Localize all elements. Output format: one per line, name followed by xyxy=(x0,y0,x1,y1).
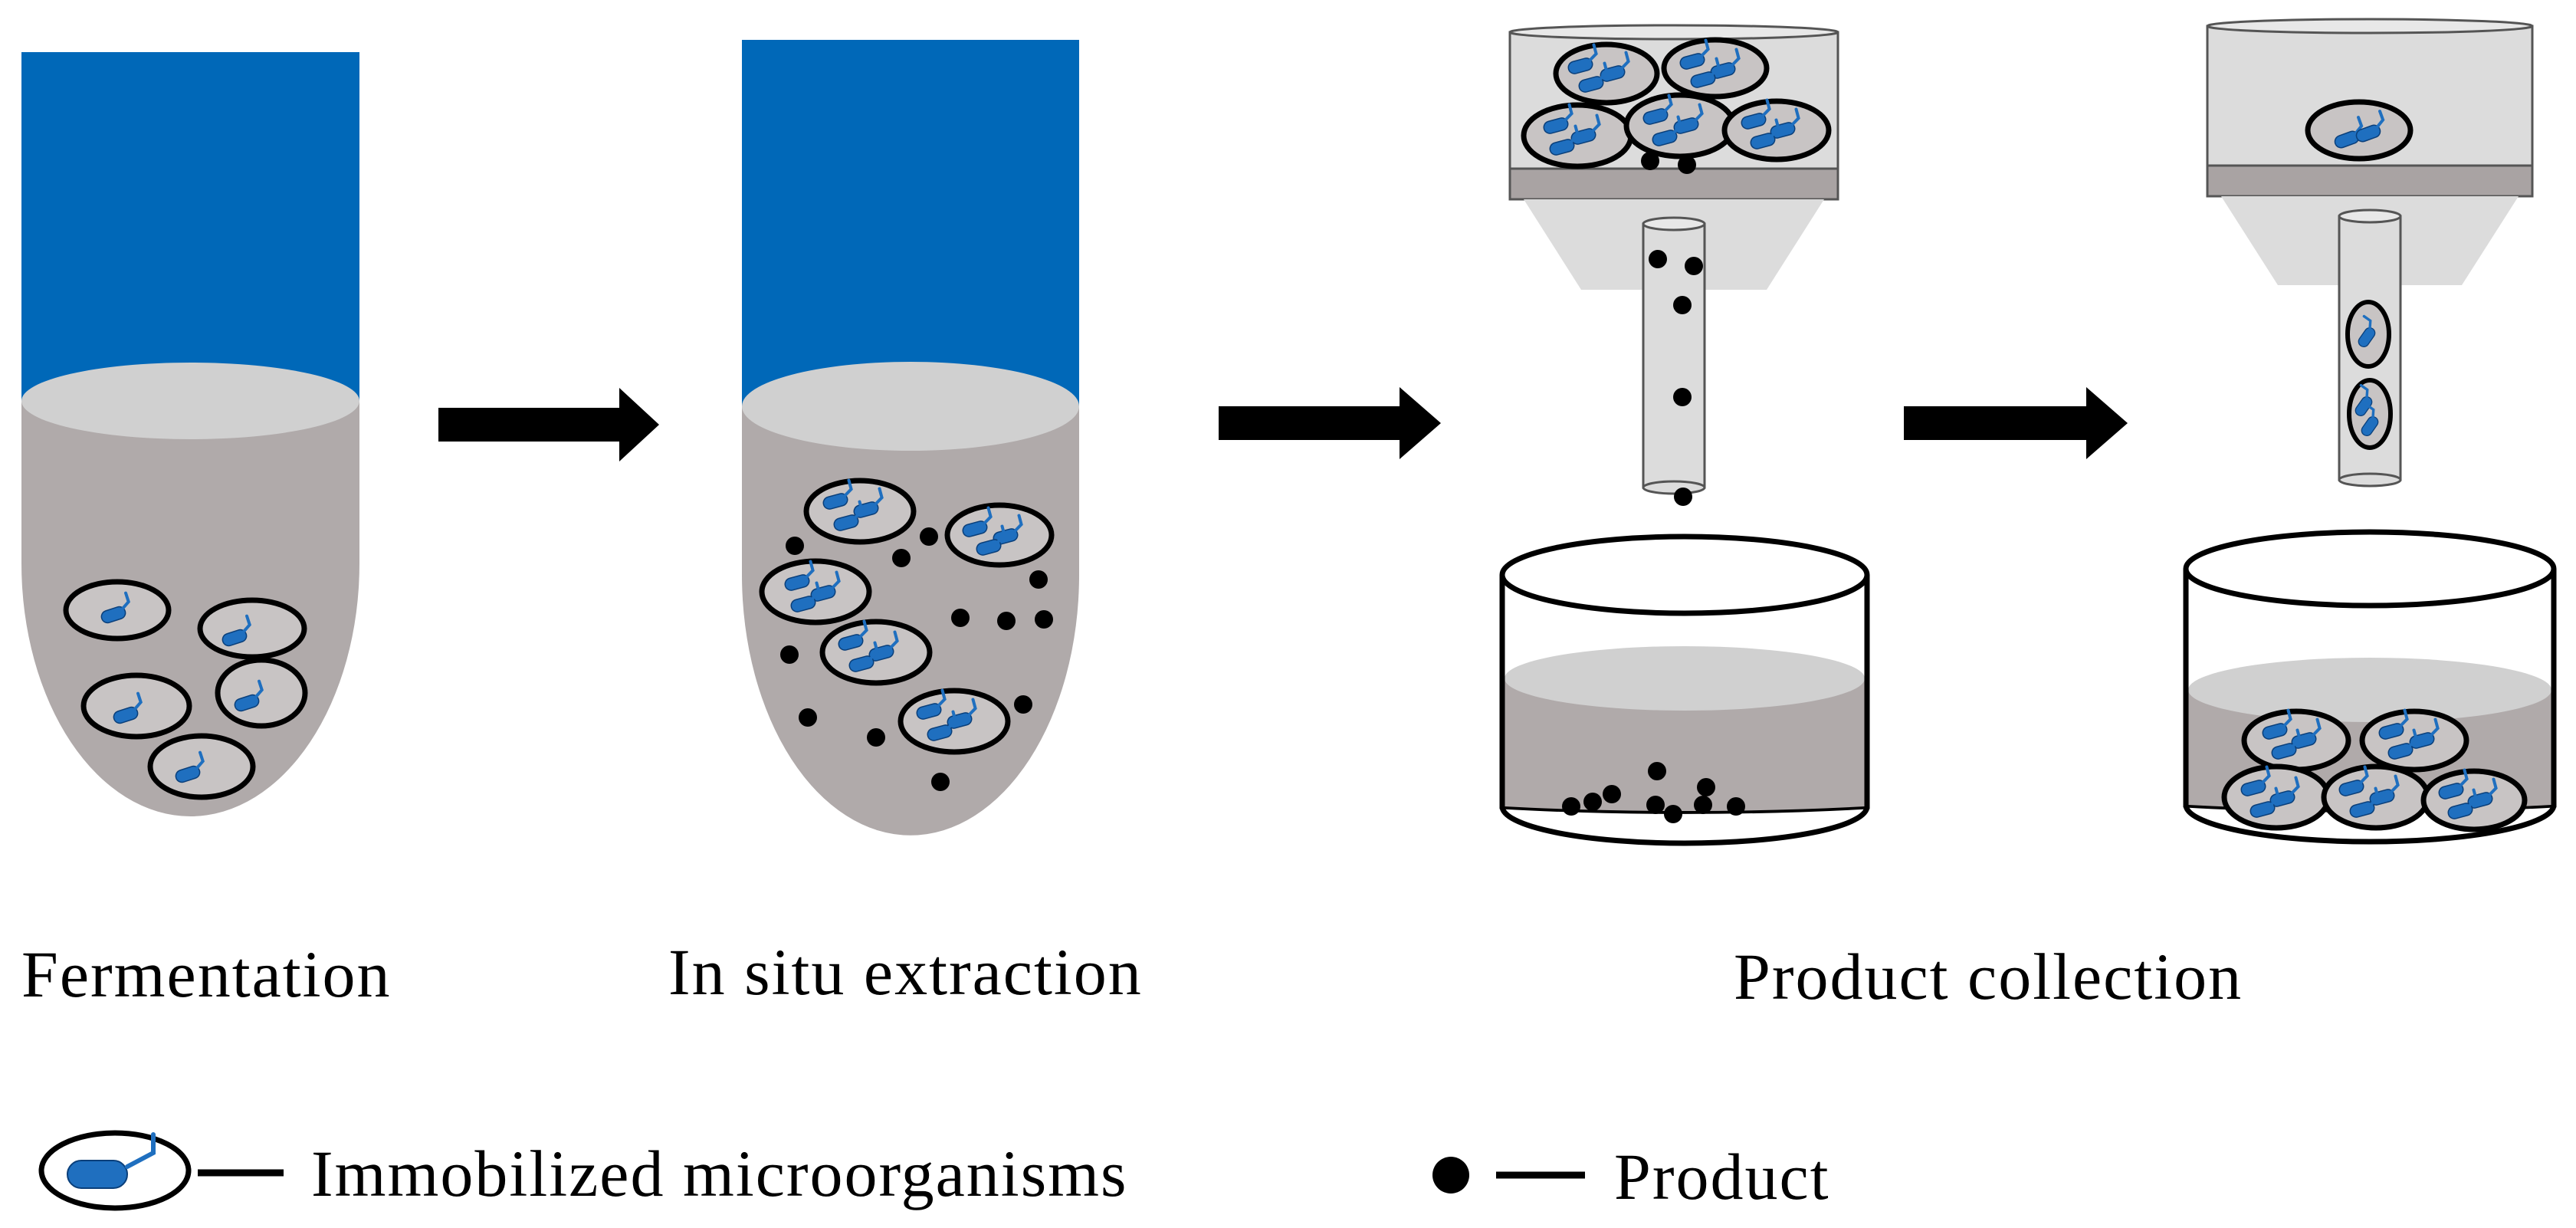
legend-immobilized-label: Immobilized microorganisms xyxy=(311,1137,1128,1210)
immobilized-bead xyxy=(1553,41,1660,106)
immobilized-bead xyxy=(944,502,1055,568)
broth-surface xyxy=(21,363,359,439)
immobilized-bead xyxy=(63,579,172,642)
pipe-bottom xyxy=(1642,480,1706,495)
arrow-right xyxy=(1904,387,2128,459)
immobilized-bead xyxy=(759,558,872,625)
filter-plate xyxy=(1508,167,1839,201)
immobilized-bead xyxy=(897,688,1011,755)
immobilized-bead xyxy=(1623,92,1737,159)
legend-product-dot xyxy=(1432,1157,1469,1194)
fermentation-tube xyxy=(21,52,359,816)
pipe-bottom xyxy=(2338,472,2402,488)
product-particles xyxy=(1562,762,1745,823)
pipe-top xyxy=(2338,208,2402,224)
collection-dish xyxy=(1499,534,1870,846)
immobilized-bead xyxy=(2305,99,2414,162)
immobilized-bead xyxy=(215,657,308,729)
label-in-situ-extraction: In situ extraction xyxy=(668,935,1143,1009)
immobilized-bead xyxy=(1661,37,1770,100)
arrow-right xyxy=(1219,387,1441,459)
legend: Immobilized microorganisms Product xyxy=(38,1130,1830,1213)
recovery-dish xyxy=(2183,529,2557,845)
immobilized-bead xyxy=(2345,378,2393,450)
arrow-right xyxy=(438,388,659,461)
outlet-pipe xyxy=(1642,222,1706,489)
immobilized-bead xyxy=(80,672,192,740)
liquid-surface xyxy=(1505,646,1865,711)
product-particles xyxy=(780,527,1053,791)
solvent-layer xyxy=(742,40,1079,406)
immobilized-bead xyxy=(197,597,307,660)
legend-product-label: Product xyxy=(1614,1140,1830,1213)
pipe-top xyxy=(1642,216,1706,231)
immobilized-bead xyxy=(803,478,917,545)
broth-surface xyxy=(742,362,1079,451)
hopper-rim xyxy=(2206,18,2534,34)
immobilized-bead xyxy=(819,619,933,686)
liquid-surface xyxy=(2188,658,2551,722)
dish-rim xyxy=(2183,529,2557,609)
legend-bead-symbol xyxy=(38,1130,192,1211)
label-product-collection: Product collection xyxy=(1734,940,2243,1013)
dish-rim xyxy=(1499,534,1870,616)
immobilized-bead xyxy=(2221,763,2332,831)
label-fermentation: Fermentation xyxy=(21,937,392,1011)
immobilized-bead xyxy=(1521,102,1634,169)
immobilized-bead xyxy=(147,733,256,800)
immobilized-bead xyxy=(2345,300,2391,369)
in-situ-extraction-tube xyxy=(742,40,1079,836)
immobilized-bead xyxy=(2359,708,2469,773)
dish-liquid xyxy=(1505,678,1865,812)
immobilized-bead xyxy=(2241,708,2351,773)
filter-plate xyxy=(2206,164,2534,198)
immobilized-bead xyxy=(2321,763,2431,831)
immobilized-bead xyxy=(2420,768,2528,832)
hopper-rim xyxy=(1508,24,1839,41)
separation-apparatus xyxy=(1508,24,1839,506)
product-particles xyxy=(1641,152,1703,506)
solvent-layer xyxy=(21,52,359,401)
bead-recovery-apparatus xyxy=(2206,18,2534,488)
immobilized-bead xyxy=(1721,98,1832,163)
